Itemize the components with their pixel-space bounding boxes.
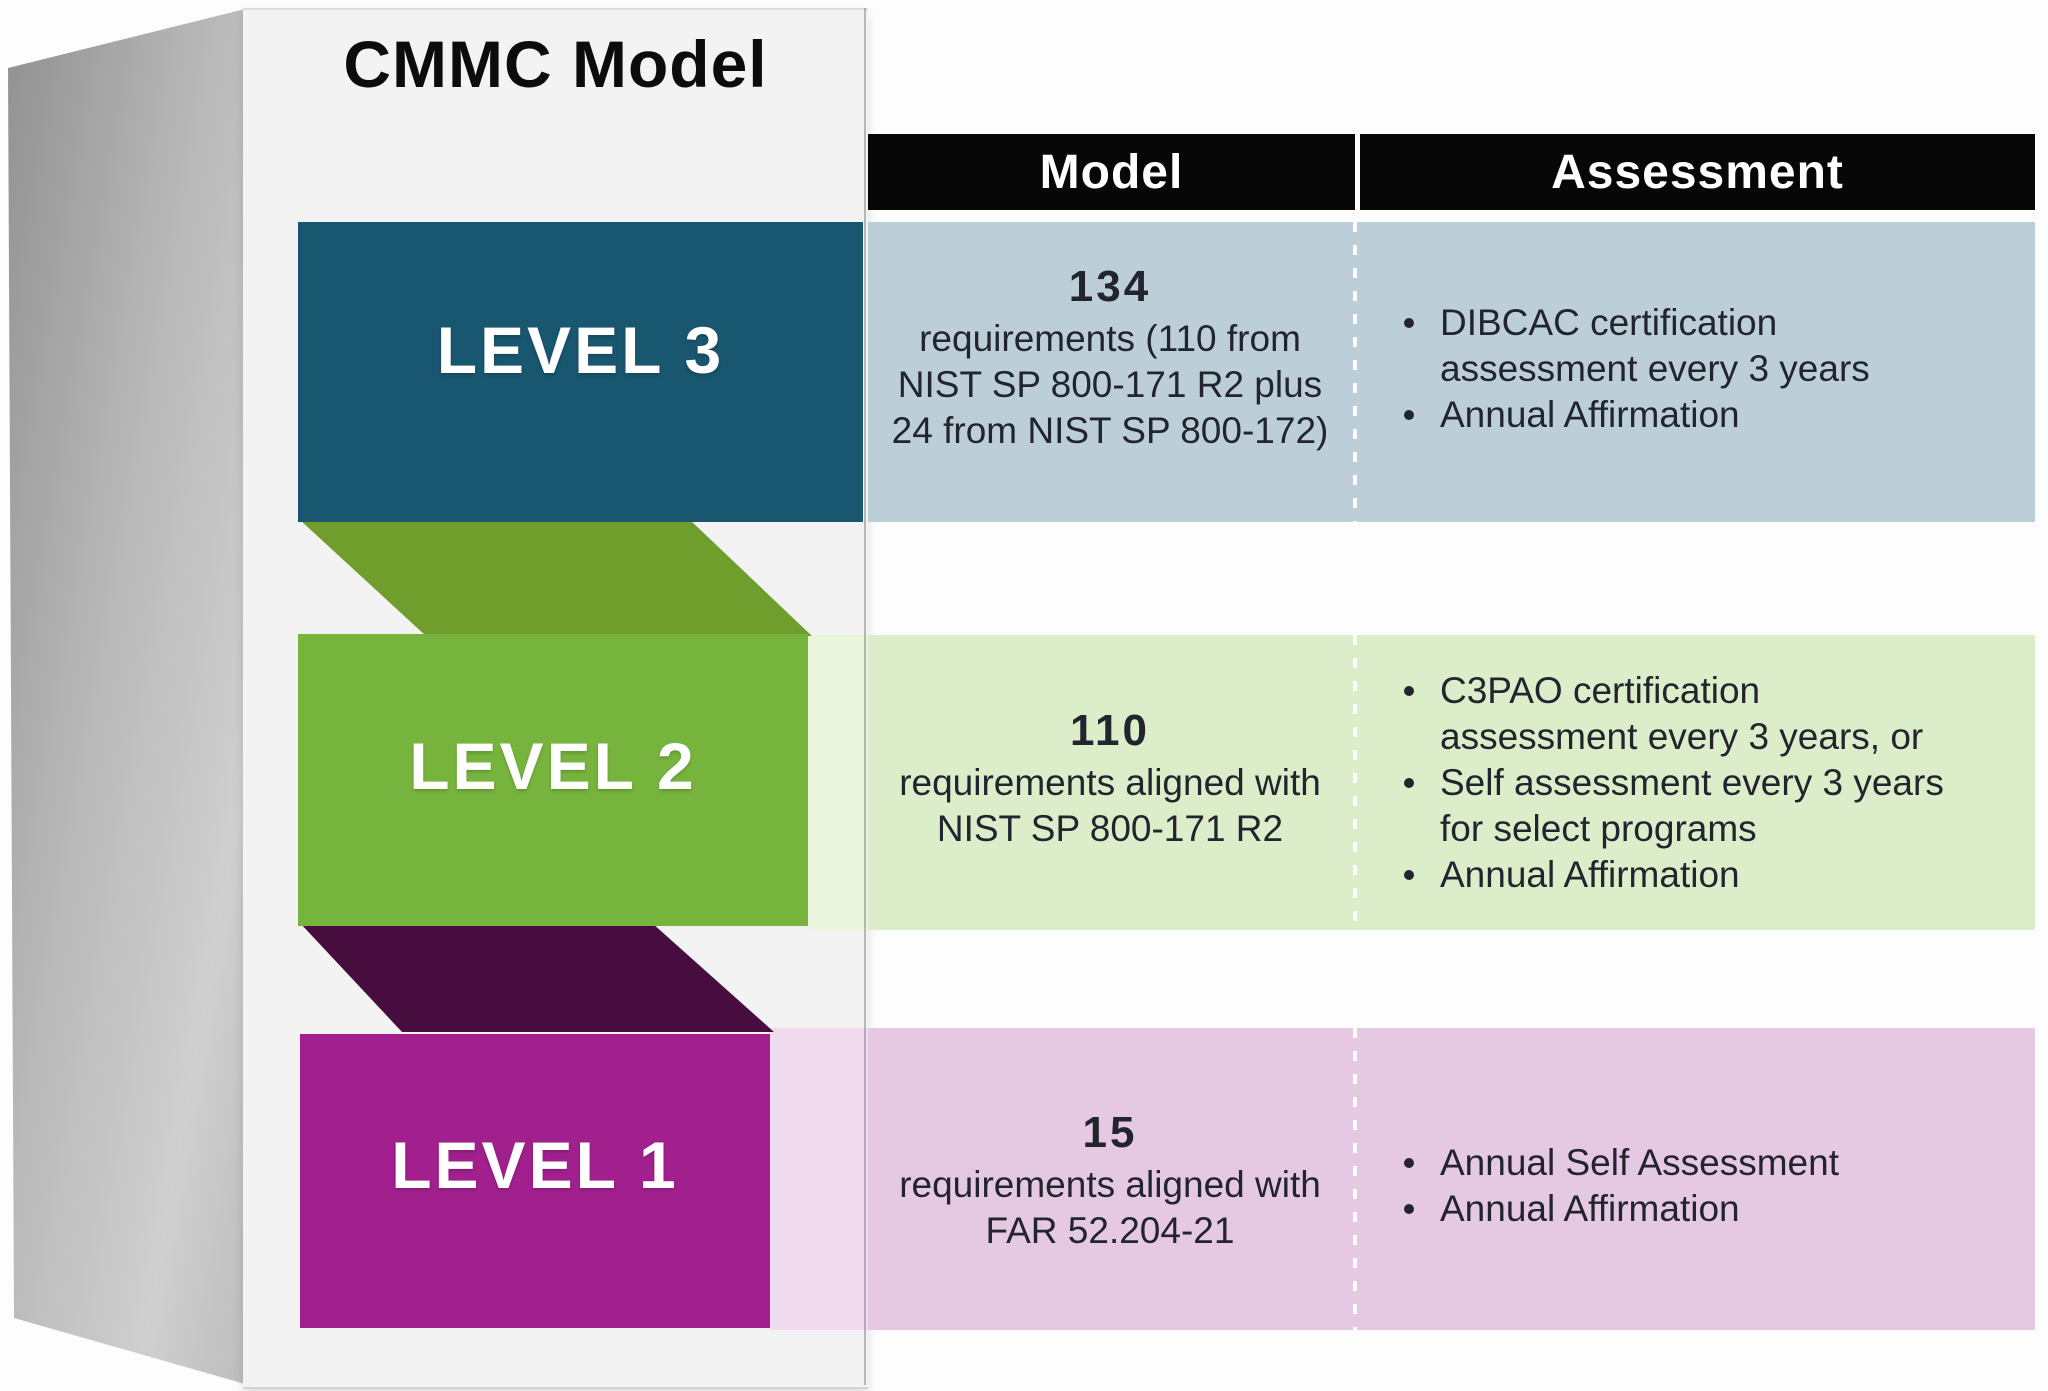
column-separator bbox=[1353, 635, 1357, 930]
row-background-level-1-washed bbox=[770, 1028, 868, 1330]
assessment-item: Annual Self Assessment bbox=[1392, 1140, 1952, 1186]
level-3-label: LEVEL 3 bbox=[436, 313, 725, 387]
assessment-item: DIBCAC certification assessment every 3 … bbox=[1392, 300, 1952, 392]
column-separator bbox=[1353, 1028, 1357, 1330]
level-2-label: LEVEL 2 bbox=[409, 729, 697, 803]
level-3-bar: LEVEL 3 bbox=[298, 222, 863, 522]
panel-edge-line bbox=[864, 8, 866, 1385]
assessment-item: Annual Affirmation bbox=[1392, 852, 1952, 898]
row-background-level-3 bbox=[868, 222, 2035, 522]
level-1-requirement-count: 15 bbox=[1082, 1108, 1138, 1157]
row-background-level-2-washed bbox=[808, 635, 868, 930]
model-cell-level-3: 134 requirements (110 from NIST SP 800-1… bbox=[880, 262, 1340, 454]
level-2-requirement-text: requirements aligned with NIST SP 800-17… bbox=[899, 762, 1321, 849]
assessment-list-level-3: DIBCAC certification assessment every 3 … bbox=[1392, 300, 1952, 438]
assessment-item: C3PAO certification assessment every 3 y… bbox=[1392, 668, 1952, 760]
assessment-list-level-1: Annual Self Assessment Annual Affirmatio… bbox=[1392, 1140, 1952, 1232]
level-2-bar: LEVEL 2 bbox=[298, 634, 808, 926]
model-cell-level-1: 15 requirements aligned with FAR 52.204-… bbox=[880, 1108, 1340, 1254]
level-3-requirement-text: requirements (110 from NIST SP 800-171 R… bbox=[891, 318, 1329, 451]
level-3-requirement-count: 134 bbox=[1068, 262, 1152, 311]
assessment-list-level-2: C3PAO certification assessment every 3 y… bbox=[1392, 668, 1952, 898]
row-background-level-1 bbox=[868, 1028, 2035, 1330]
assessment-item: Annual Affirmation bbox=[1392, 392, 1952, 438]
assessment-item: Self assessment every 3 years for select… bbox=[1392, 760, 1952, 852]
column-header-assessment: Assessment bbox=[1360, 134, 2035, 210]
column-header-model: Model bbox=[868, 134, 1355, 210]
column-separator bbox=[1353, 222, 1357, 522]
level-1-label: LEVEL 1 bbox=[391, 1128, 679, 1202]
model-cell-level-2: 110 requirements aligned with NIST SP 80… bbox=[880, 706, 1340, 852]
level-1-bar: LEVEL 1 bbox=[300, 1034, 770, 1328]
box-side-face bbox=[8, 9, 245, 1384]
level-2-requirement-count: 110 bbox=[1070, 706, 1150, 755]
column-header-model-label: Model bbox=[1039, 145, 1184, 199]
assessment-item: Annual Affirmation bbox=[1392, 1186, 1952, 1232]
page-title: CMMC Model bbox=[343, 27, 768, 101]
level-1-requirement-text: requirements aligned with FAR 52.204-21 bbox=[899, 1164, 1321, 1251]
column-header-assessment-label: Assessment bbox=[1551, 145, 1844, 199]
row-background-level-2 bbox=[868, 635, 2035, 930]
